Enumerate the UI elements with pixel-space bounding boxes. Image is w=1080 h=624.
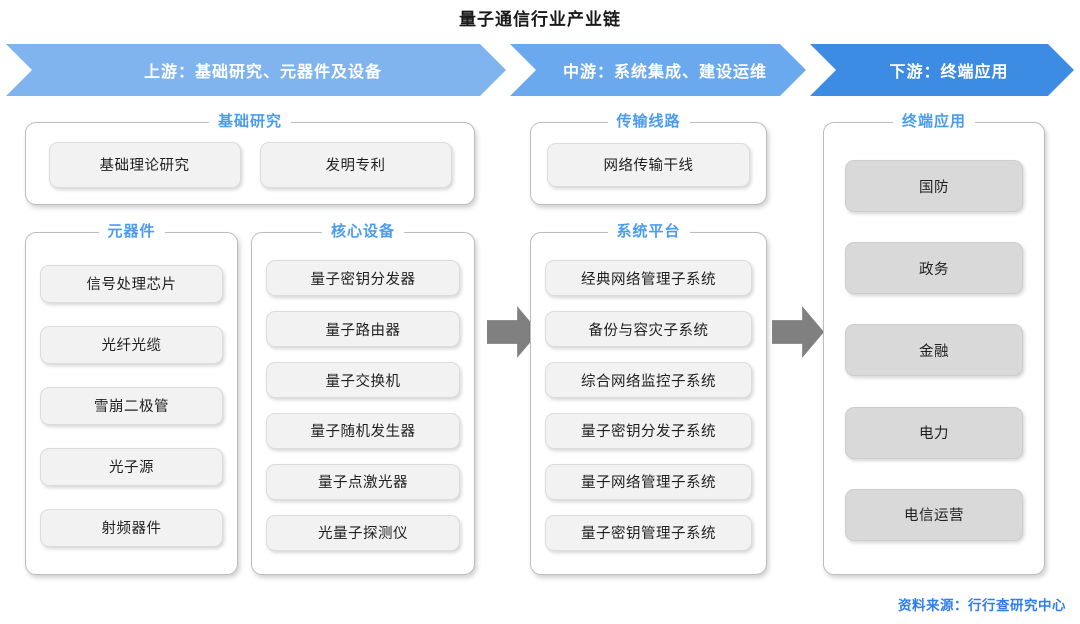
item-chip[interactable]: 电力 — [845, 406, 1023, 459]
group-panel-core-equipment: 核心设备 量子密钥分发器 量子路由器 量子交换机 量子随机发生器 量子点激光器 … — [251, 222, 475, 575]
item-chip[interactable]: 基础理论研究 — [48, 141, 241, 188]
banner-segment-midstream[interactable]: 中游：系统集成、建设运维 — [510, 44, 806, 96]
item-chip[interactable]: 电信运营 — [845, 488, 1023, 541]
item-chip[interactable]: 量子密钥分发器 — [266, 260, 460, 297]
banner-segment-midstream-label: 中游：系统集成、建设运维 — [562, 64, 767, 81]
item-chip[interactable]: 发明专利 — [259, 141, 452, 188]
item-chip[interactable]: 量子交换机 — [266, 362, 460, 399]
group-title-core-equipment: 核心设备 — [321, 222, 405, 242]
item-chip[interactable]: 政务 — [845, 242, 1023, 295]
group-panel-basic-research: 基础研究 基础理论研究 发明专利 — [25, 112, 475, 205]
item-chip[interactable]: 射频器件 — [40, 508, 223, 547]
item-chip[interactable]: 光量子探测仪 — [266, 514, 460, 551]
item-chip[interactable]: 量子密钥分发子系统 — [545, 412, 752, 449]
page-title: 量子通信行业产业链 — [459, 10, 621, 29]
item-chip[interactable]: 综合网络监控子系统 — [545, 362, 752, 399]
group-title-basic-research: 基础研究 — [208, 112, 292, 132]
source-note: 资料来源：行行查研究中心 — [898, 598, 1066, 613]
item-chip[interactable]: 备份与容灾子系统 — [545, 311, 752, 348]
item-chip[interactable]: 量子密钥管理子系统 — [545, 514, 752, 551]
group-title-transmission-line: 传输线路 — [607, 112, 690, 132]
group-title-system-platform: 系统平台 — [607, 222, 690, 242]
item-chip[interactable]: 量子路由器 — [266, 311, 460, 348]
group-title-terminal-application: 终端应用 — [892, 112, 976, 132]
banner-segment-upstream[interactable]: 上游：基础研究、元器件及设备 — [6, 44, 506, 96]
group-panel-terminal-application: 终端应用 国防 政务 金融 电力 电信运营 — [823, 112, 1045, 575]
chain-stage-banner: 上游：基础研究、元器件及设备 中游：系统集成、建设运维 下游：终端应用 — [0, 44, 1080, 96]
group-panel-transmission-line: 传输线路 网络传输干线 — [530, 112, 767, 205]
group-panel-components: 元器件 信号处理芯片 光纤光缆 雪崩二极管 光子源 射频器件 — [25, 222, 238, 575]
item-chip[interactable]: 金融 — [845, 324, 1023, 377]
item-chip[interactable]: 经典网络管理子系统 — [545, 260, 752, 297]
banner-segment-downstream-label: 下游：终端应用 — [889, 64, 1009, 81]
arrow-right-icon — [772, 306, 824, 358]
banner-segment-upstream-label: 上游：基础研究、元器件及设备 — [143, 64, 382, 81]
banner-segment-downstream[interactable]: 下游：终端应用 — [810, 44, 1074, 96]
item-chip[interactable]: 信号处理芯片 — [40, 264, 223, 303]
item-chip[interactable]: 量子随机发生器 — [266, 412, 460, 449]
item-chip[interactable]: 光纤光缆 — [40, 325, 223, 364]
item-chip[interactable]: 量子点激光器 — [266, 463, 460, 500]
item-chip[interactable]: 国防 — [845, 160, 1023, 213]
item-chip[interactable]: 光子源 — [40, 447, 223, 486]
item-chip[interactable]: 网络传输干线 — [547, 142, 750, 187]
group-title-components: 元器件 — [98, 222, 165, 242]
group-panel-system-platform: 系统平台 经典网络管理子系统 备份与容灾子系统 综合网络监控子系统 量子密钥分发… — [530, 222, 767, 575]
item-chip[interactable]: 雪崩二极管 — [40, 386, 223, 425]
item-chip[interactable]: 量子网络管理子系统 — [545, 463, 752, 500]
